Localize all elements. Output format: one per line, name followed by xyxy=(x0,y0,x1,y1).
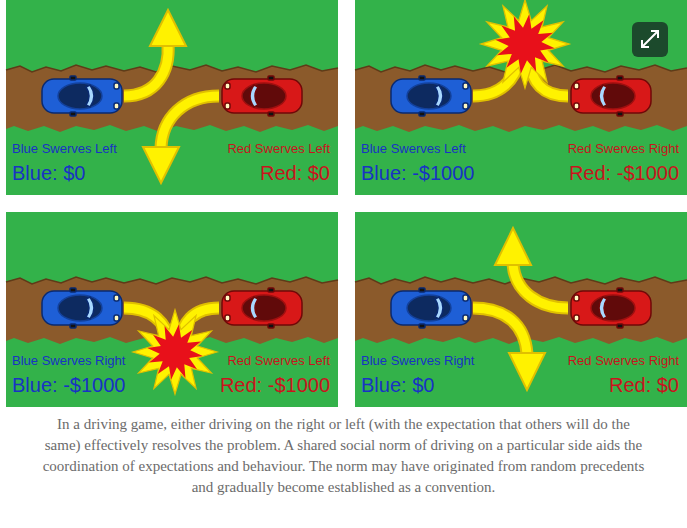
blue-choice: Blue Swerves Right xyxy=(12,354,125,368)
blue-choice: Blue Swerves Right xyxy=(361,354,474,368)
red-choice: Red Swerves Right xyxy=(568,354,679,368)
blue-payoff: Blue: -$1000 xyxy=(12,374,125,396)
blue-payoff: Blue: $0 xyxy=(12,162,85,184)
blue-choice: Blue Swerves Left xyxy=(12,142,117,156)
figure-caption: In a driving game, either driving on the… xyxy=(38,414,649,498)
red-choice: Red Swerves Right xyxy=(568,142,679,156)
red-payoff: Red: $0 xyxy=(260,162,330,184)
red-payoff: Red: $0 xyxy=(609,374,679,396)
blue-payoff: Blue: -$1000 xyxy=(361,162,474,184)
red-choice: Red Swerves Left xyxy=(227,354,330,368)
red-choice: Red Swerves Left xyxy=(227,142,330,156)
red-payoff: Red: -$1000 xyxy=(220,374,330,396)
payoff-panel: Blue Swerves RightBlue: -$1000 Red Swerve… xyxy=(6,212,338,407)
blue-choice: Blue Swerves Left xyxy=(361,142,466,156)
payoff-panel: Blue Swerves LeftBlue: -$1000 Red Swerves… xyxy=(355,0,687,195)
red-payoff: Red: -$1000 xyxy=(569,162,679,184)
payoff-panel: Blue Swerves LeftBlue: $0 Red Swerves Lef… xyxy=(6,0,338,195)
blue-payoff: Blue: $0 xyxy=(361,374,434,396)
payoff-panel: Blue Swerves RightBlue: $0 Red Swerves Ri… xyxy=(355,212,687,407)
